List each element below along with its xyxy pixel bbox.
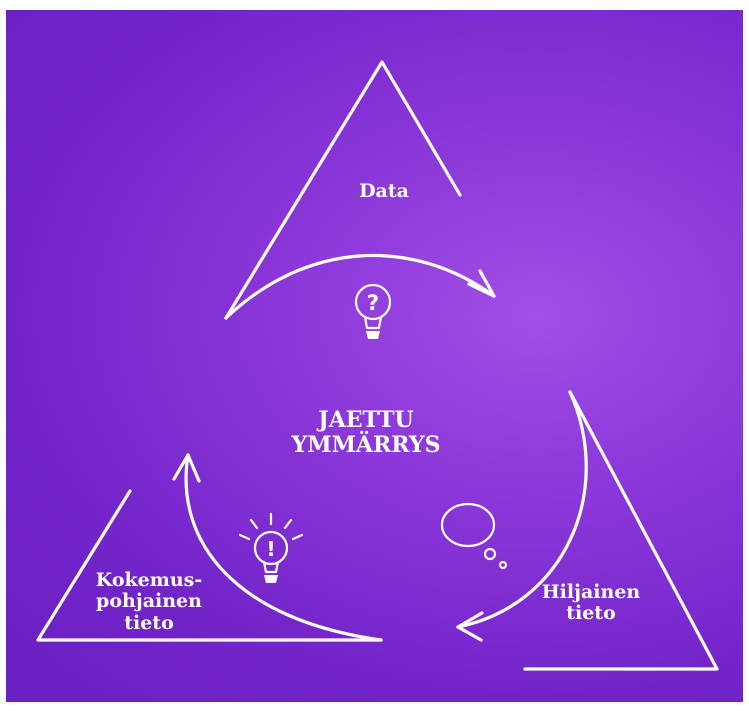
node-label-hiljainen-line-2: tieto <box>566 602 616 625</box>
node-label-kokemus-line-1: Kokemus- <box>95 569 203 591</box>
diagram-canvas: ? ! Data JAETTU YMMÄRRYS Hiljainen tiet <box>6 10 743 702</box>
diagram-graphics: ? ! <box>36 60 719 671</box>
thought-bubble-icon <box>440 502 508 570</box>
exclamation-bulb-icon: ! <box>238 512 304 583</box>
kokemus-curved-arrow <box>184 453 383 642</box>
center-label: JAETTU YMMÄRRYS <box>266 408 466 457</box>
node-label-data: Data <box>339 180 429 202</box>
node-label-kokemus: Kokemus- pohjainen tieto <box>84 569 214 634</box>
svg-text:!: ! <box>266 537 275 561</box>
node-label-hiljainen: Hiljainen tieto <box>526 581 656 625</box>
question-bulb-icon: ? <box>354 283 392 339</box>
data-arrowhead <box>467 269 496 298</box>
node-label-kokemus-line-2: pohjainen <box>96 590 202 613</box>
center-label-line-2: YMMÄRRYS <box>291 431 441 458</box>
kokemus-triangle <box>36 489 383 642</box>
data-triangle <box>224 60 462 320</box>
node-label-kokemus-line-3: tieto <box>124 611 174 634</box>
center-label-line-1: JAETTU <box>318 407 414 433</box>
kokemus-arrowhead <box>172 453 201 483</box>
hiljainen-triangle <box>523 390 719 671</box>
hiljainen-curved-arrow <box>456 390 588 629</box>
hiljainen-arrowhead <box>456 611 484 642</box>
data-curved-arrow <box>224 253 496 320</box>
node-label-data-text: Data <box>359 180 409 202</box>
node-label-hiljainen-line-1: Hiljainen <box>541 581 641 603</box>
svg-text:?: ? <box>367 291 379 315</box>
